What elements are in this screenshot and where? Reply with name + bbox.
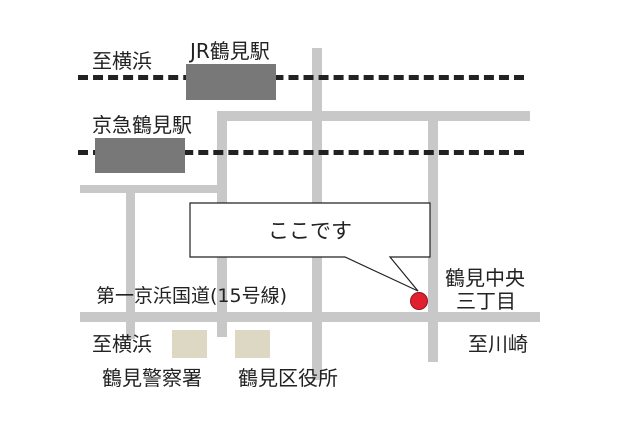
label-to-kawasaki: 至川崎 — [468, 332, 528, 356]
police-station-building — [172, 330, 207, 358]
jr-station-building — [186, 64, 276, 100]
label-to-yokohama-top: 至横浜 — [92, 49, 152, 73]
callout-text: ここです — [268, 219, 352, 243]
label-to-yokohama-bottom: 至横浜 — [92, 332, 152, 356]
road-right-vertical — [428, 116, 438, 362]
keikyu-station-building — [95, 138, 185, 173]
location-dot-icon — [410, 292, 428, 310]
keikyu-rail-line — [78, 150, 524, 155]
label-intersection-line2: 三丁目 — [456, 289, 516, 313]
road-small-horizontal — [80, 185, 227, 193]
jr-rail-line — [78, 75, 524, 80]
label-keikyu-station: 京急鶴見駅 — [92, 113, 192, 137]
label-ward-office: 鶴見区役所 — [238, 366, 338, 390]
road-upper-horizontal — [217, 111, 530, 121]
label-intersection-line1: 鶴見中央 — [445, 266, 525, 290]
road-route15 — [80, 312, 540, 322]
label-route15: 第一京浜国道(15号線) — [96, 285, 288, 307]
road-small-vertical — [126, 185, 135, 339]
ward-office-building — [235, 330, 270, 358]
label-jr-station: JR鶴見駅 — [190, 39, 270, 63]
label-police-station: 鶴見警察署 — [102, 366, 202, 390]
